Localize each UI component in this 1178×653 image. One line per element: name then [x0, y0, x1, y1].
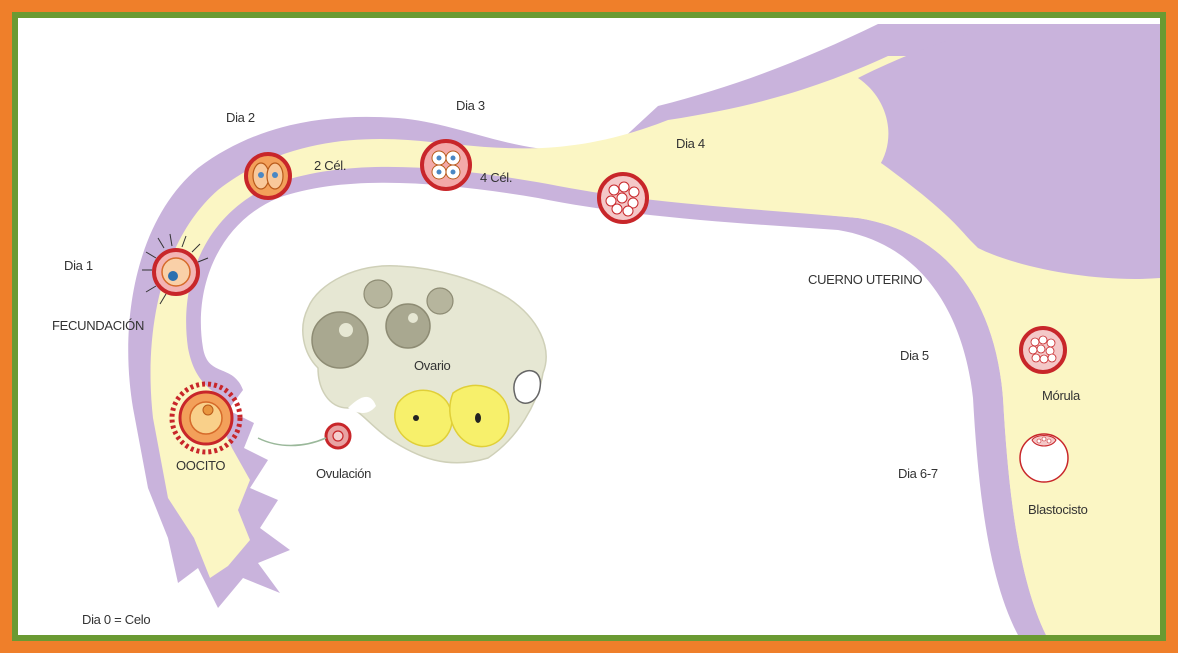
follicle-large	[312, 312, 368, 368]
morula	[1021, 328, 1065, 372]
embryo-2-cells	[246, 154, 290, 198]
label-ovulacion: Ovulación	[316, 466, 371, 481]
diagram-canvas: Dia 1 Dia 2 Dia 3 Dia 4 Dia 5 Dia 6-7 Di…	[12, 12, 1166, 641]
label-dia-2: Dia 2	[226, 110, 255, 125]
embryo-8-cells	[599, 174, 647, 222]
label-dia-0-celo: Dia 0 = Celo	[82, 612, 150, 627]
follicle-small-2	[427, 288, 453, 314]
label-dia-6-7: Dia 6-7	[898, 466, 938, 481]
label-4-cel: 4 Cél.	[480, 170, 512, 185]
label-2-cel: 2 Cél.	[314, 158, 346, 173]
embryo-4-cells	[422, 141, 470, 189]
label-ovario: Ovario	[414, 358, 451, 373]
label-morula: Mórula	[1042, 388, 1080, 403]
follicle-medium	[386, 304, 430, 348]
label-cuerno-uterino: CUERNO UTERINO	[808, 272, 922, 287]
label-blastocisto: Blastocisto	[1028, 502, 1088, 517]
ruptured-follicle	[514, 371, 540, 404]
label-dia-5: Dia 5	[900, 348, 929, 363]
blastocyst	[1020, 434, 1068, 482]
label-oocito: OOCITO	[176, 458, 225, 473]
oocyte-corona	[172, 384, 240, 452]
label-dia-1: Dia 1	[64, 258, 93, 273]
label-dia-4: Dia 4	[676, 136, 705, 151]
reproductive-tract-illustration	[18, 18, 1160, 635]
label-fecundacion: FECUNDACIÓN	[52, 318, 144, 333]
label-dia-3: Dia 3	[456, 98, 485, 113]
follicle-small-1	[364, 280, 392, 308]
